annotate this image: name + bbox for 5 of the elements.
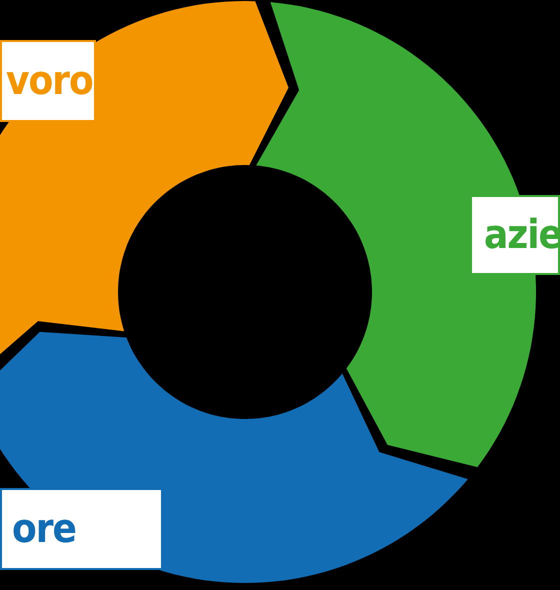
label-box (470, 195, 560, 275)
segment-label: voro (6, 58, 93, 104)
label-box (0, 488, 163, 570)
label-box (0, 40, 96, 122)
segment-label: ore (12, 506, 76, 552)
